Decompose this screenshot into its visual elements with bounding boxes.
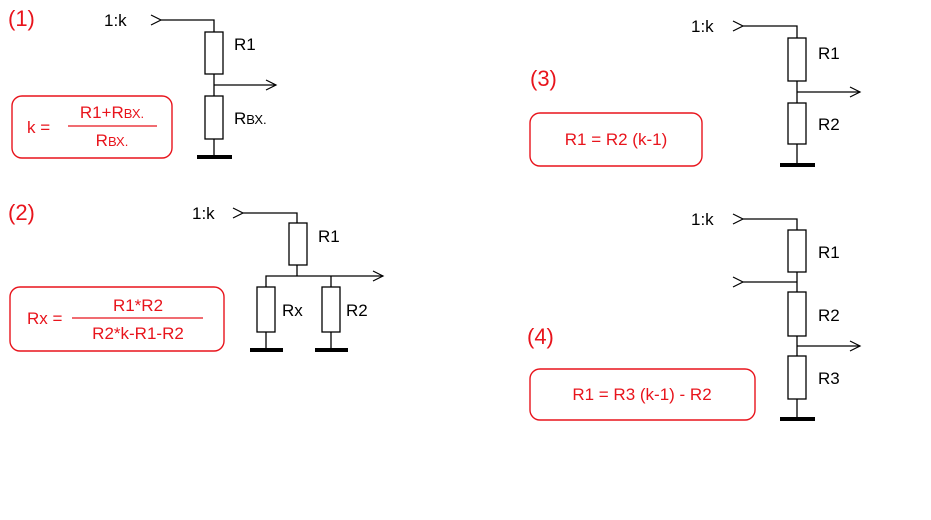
- resistor-label-r3: R3: [818, 369, 840, 388]
- diagram-1: (1) 1:k R1 RВХ. k = R1+RВХ. RВХ.: [8, 6, 278, 159]
- formula-box-4: [529, 368, 756, 421]
- resistor-r1: [288, 222, 308, 266]
- bus-wire: [265, 275, 383, 287]
- formula-denominator: R2*k-R1-R2: [92, 324, 184, 343]
- input-label: 1:k: [691, 17, 714, 36]
- input-label: 1:k: [691, 210, 714, 229]
- resistor-rbx: [204, 95, 224, 140]
- input-label: 1:k: [192, 204, 215, 223]
- resistor-label-r1: R1: [818, 44, 840, 63]
- resistor-label-r1: R1: [234, 35, 256, 54]
- input-wire: [743, 25, 798, 38]
- formula-text: R1 = R3 (k-1) - R2: [572, 385, 711, 404]
- input-arrow-icon: [732, 213, 745, 225]
- diagram-number-1: (1): [8, 6, 35, 31]
- formula-box-1: [11, 95, 173, 159]
- formula-denominator: RВХ.: [96, 131, 129, 150]
- resistor-r1: [787, 229, 807, 273]
- input-wire: [161, 19, 215, 32]
- resistor-r2: [787, 102, 807, 145]
- input-arrow-icon: [150, 14, 163, 26]
- output-arrow-icon: [372, 270, 385, 282]
- diagram-3: (3) 1:k R1 R2 R1 = R2 (k-1): [529, 17, 862, 167]
- output-arrow-icon: [849, 86, 862, 98]
- input-wire: [743, 218, 798, 230]
- input-label: 1:k: [104, 11, 127, 30]
- resistor-label-r1: R1: [318, 227, 340, 246]
- formula-numerator: R1+RВХ.: [80, 103, 144, 122]
- diagram-2: (2) 1:k R1 Rx R2 Rx = R1*R2 R2*k-R1-R2: [8, 200, 385, 352]
- diagram-4: (4) 1:k R1 R2 R3 R1 = R3 (k-1) - R2: [527, 210, 862, 421]
- formula-numerator: R1*R2: [113, 296, 163, 315]
- formula-text: R1 = R2 (k-1): [565, 130, 668, 149]
- resistor-r1: [204, 31, 224, 75]
- resistor-label-r2: R2: [346, 301, 368, 320]
- resistor-label-rbx: RВХ.: [234, 109, 267, 128]
- formula-box-2: [9, 286, 225, 352]
- resistor-label-rx: Rx: [282, 301, 303, 320]
- input-arrow-icon: [732, 20, 745, 32]
- formula-box-3: [529, 112, 703, 167]
- formula-lhs: Rx =: [27, 309, 63, 328]
- formula-lhs: k =: [27, 118, 50, 137]
- input-wire: [243, 212, 298, 223]
- resistor-rx: [256, 286, 276, 333]
- resistor-label-r2: R2: [818, 306, 840, 325]
- resistor-r2: [321, 286, 341, 333]
- input-arrow-icon: [232, 207, 245, 219]
- output-arrow-icon: [849, 340, 862, 352]
- resistor-r2: [787, 291, 807, 337]
- output-arrow-icon: [265, 79, 278, 91]
- resistor-label-r2: R2: [818, 115, 840, 134]
- resistor-label-r1: R1: [818, 243, 840, 262]
- resistor-r3: [787, 355, 807, 400]
- diagram-number-2: (2): [8, 200, 35, 225]
- resistor-r1: [787, 37, 807, 82]
- second-input-arrow-icon: [732, 276, 745, 288]
- diagram-number-4: (4): [527, 324, 554, 349]
- diagram-number-3: (3): [530, 66, 557, 91]
